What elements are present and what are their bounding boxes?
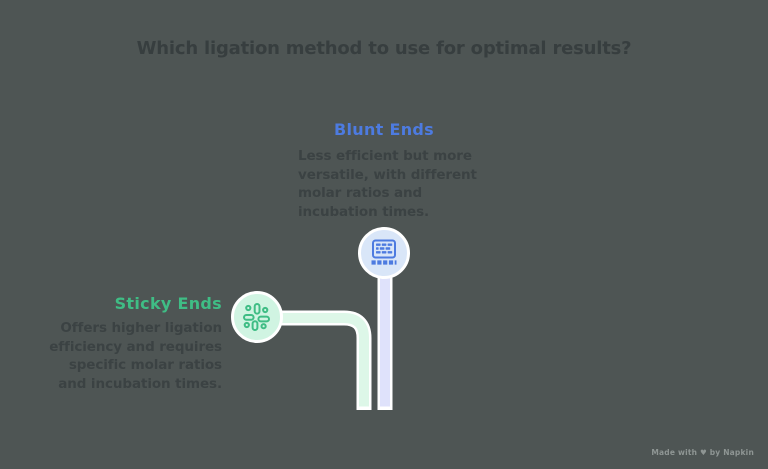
brick-wall-icon [371, 239, 397, 265]
blunt-ends-label: Blunt Ends [334, 120, 434, 139]
dna-fragments-icon [243, 303, 270, 332]
blunt-ends-node [358, 227, 410, 279]
sticky-ends-description: Offers higher ligation efficiency and re… [49, 320, 222, 393]
page-title: Which ligation method to use for optimal… [136, 38, 632, 59]
blunt-ends-description: Less efficient but more versatile, with … [298, 148, 477, 221]
sticky-ends-node [231, 291, 283, 343]
sticky-connector-line [258, 313, 369, 407]
sticky-ends-label: Sticky Ends [114, 294, 222, 313]
napkin-watermark: Made with ♥ by Napkin [651, 448, 754, 457]
